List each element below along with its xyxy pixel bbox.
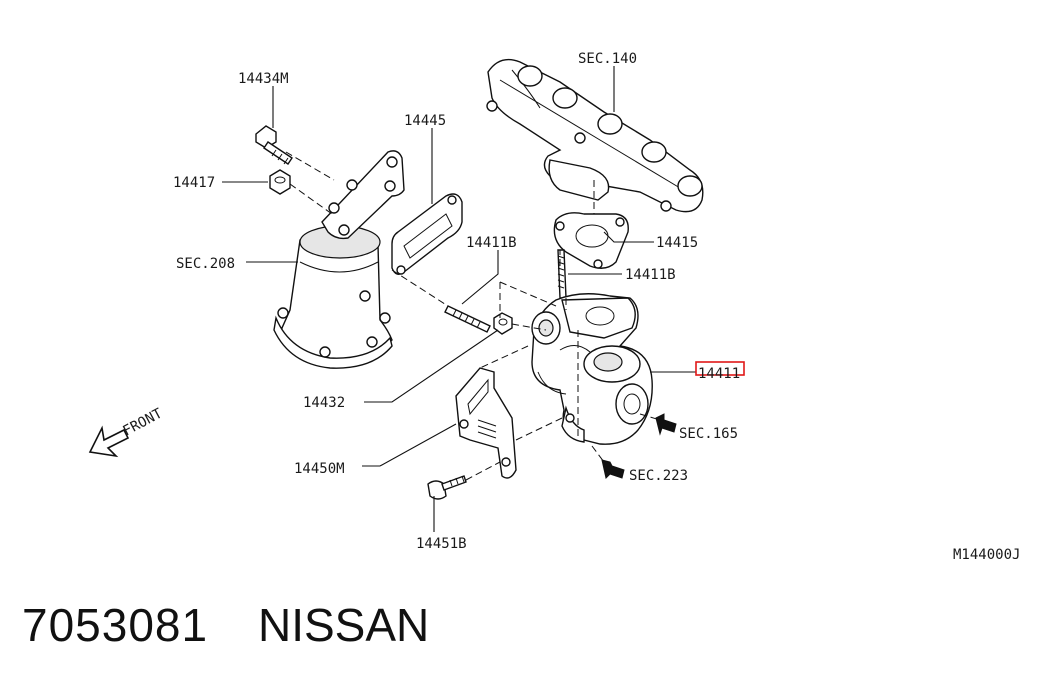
label-14445: 14445	[404, 113, 446, 129]
label-14411: 14411	[698, 366, 740, 382]
label-14450M: 14450M	[294, 461, 345, 477]
nut-14432	[493, 312, 513, 335]
bolt-14451B	[427, 475, 467, 500]
bolt-14434M	[255, 125, 293, 165]
stud-14411B-mid	[557, 249, 567, 299]
label-14451B: 14451B	[416, 536, 467, 552]
direction-arrows	[88, 413, 677, 479]
highlight-box	[695, 361, 745, 376]
label-sec208: SEC.208	[176, 256, 235, 272]
gasket-14415	[553, 212, 629, 269]
reference-code: M144000J	[953, 547, 1020, 563]
front-arrow-icon	[88, 425, 130, 458]
gasket-14445	[391, 193, 463, 275]
label-sec165: SEC.165	[679, 426, 738, 442]
bracket-14450M	[455, 367, 517, 479]
sec165-arrow-icon	[655, 413, 677, 436]
nut-14417	[269, 169, 291, 195]
label-front: FRONT	[120, 405, 165, 439]
label-sec223: SEC.223	[629, 468, 688, 484]
exploded-parts-diagram: 14434M 14445 14417 SEC.208 SEC.140 14415…	[88, 51, 1020, 563]
label-14434M: 14434M	[238, 71, 289, 87]
label-14432: 14432	[303, 395, 345, 411]
exhaust-manifold	[486, 58, 704, 213]
catalytic-converter	[273, 150, 405, 369]
leader-lines	[222, 66, 696, 532]
label-sec140: SEC.140	[578, 51, 637, 67]
stud-14411B-left	[444, 305, 491, 333]
label-14415: 14415	[656, 235, 698, 251]
label-14417: 14417	[173, 175, 215, 191]
sec223-arrow-icon	[601, 459, 625, 479]
label-14411B-upper: 14411B	[466, 235, 517, 251]
turbocharger-14411	[531, 293, 653, 445]
brand-name: NISSAN	[258, 599, 430, 651]
assembly-lines	[285, 151, 595, 481]
label-14411B-mid: 14411B	[625, 267, 676, 283]
part-number: 7053081	[22, 599, 209, 651]
